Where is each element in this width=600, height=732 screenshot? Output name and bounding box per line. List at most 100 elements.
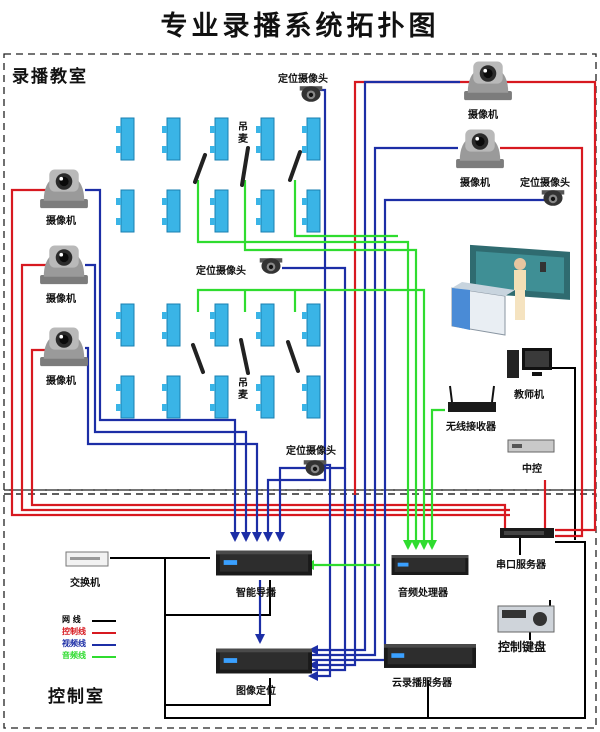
student-chair [210,198,215,205]
student-desk [260,189,275,233]
smart-director-label: 智能导播 [236,588,276,599]
camera-icon [40,169,88,209]
student-desk [260,303,275,347]
student-desk [120,375,135,419]
student-chair [116,218,121,225]
student-desk [260,375,275,419]
student-desk [166,375,181,419]
student-chair [116,198,121,205]
cloud-server-icon [384,644,476,668]
student-desk [120,117,135,161]
positioning-camera-label: 定位摄像头 [520,178,570,189]
student-desk [260,117,275,161]
legend-network-line [92,620,116,622]
switch-icon [65,551,109,567]
student-chair [256,146,261,153]
teacher-pc-label: 教师机 [514,390,544,401]
legend-control-label: 控制线 [62,627,86,636]
camera-label: 摄像机 [460,178,490,189]
student-chair [162,146,167,153]
student-desk [306,117,321,161]
student-chair [256,404,261,411]
legend-audio-label: 音频线 [62,651,86,660]
podium-icon [451,282,515,336]
image-positioning-icon [216,648,312,674]
legend-audio-line [92,656,116,658]
student-chair [162,126,167,133]
positioning-camera-label: 定位摄像头 [286,446,336,457]
student-chair [256,198,261,205]
student-chair [210,384,215,391]
student-desk [166,189,181,233]
positioning-camera-label: 定位摄像头 [278,74,328,85]
hanging-mic-label: 吊麦 [238,122,248,145]
student-desk [166,303,181,347]
audio-processor-icon [391,555,469,575]
student-desk [120,303,135,347]
positioning-camera-label: 定位摄像头 [196,266,246,277]
student-desk [306,375,321,419]
control-keyboard-icon [497,605,555,633]
image-positioning-label: 图像定位 [236,686,276,697]
camera-label: 摄像机 [46,376,76,387]
legend-network-label: 网 线 [62,615,81,624]
legend-control-line [92,632,116,634]
student-chair [302,404,307,411]
student-chair [116,126,121,133]
student-chair [256,332,261,339]
camera-label: 摄像机 [46,294,76,305]
positioning-camera-icon [299,86,323,102]
serial-server-icon [500,528,554,538]
student-chair [302,198,307,205]
teacher-icon [514,258,546,320]
audio-processor-label: 音频处理器 [398,588,448,599]
student-chair [210,312,215,319]
control-keyboard-label: 控制键盘 [498,640,547,654]
student-chair [116,384,121,391]
student-chair [162,332,167,339]
student-chair [210,218,215,225]
student-chair [302,384,307,391]
wireless-receiver-label: 无线接收器 [446,422,496,433]
hanging-mic-label: 吊麦 [238,378,248,401]
smart-director-icon [216,550,312,576]
student-chair [302,332,307,339]
control-room-zone-label: 控制室 [48,687,105,707]
student-desk [166,117,181,161]
positioning-camera-icon [541,190,565,206]
wireless-receiver-icon [448,385,496,412]
camera-icon [464,61,512,101]
student-chair [256,126,261,133]
student-chair [116,332,121,339]
central-control-label: 中控 [522,464,542,475]
camera-icon [40,327,88,367]
student-desk [214,189,229,233]
student-chair [256,218,261,225]
switch-label: 交换机 [70,578,100,589]
student-chair [116,312,121,319]
student-chair [162,384,167,391]
camera-label: 摄像机 [46,216,76,227]
teacher-pc-icon [507,348,552,378]
student-chair [162,218,167,225]
video-arrowheads [230,532,318,681]
positioning-camera-icon [259,258,283,274]
student-chair [116,404,121,411]
student-chair [162,312,167,319]
legend-video-line [92,644,116,646]
student-chair [302,146,307,153]
student-desk [306,303,321,347]
student-desk [306,189,321,233]
serial-server-label: 串口服务器 [496,560,546,571]
student-desk [214,303,229,347]
hanging-mic-icons [191,146,302,375]
student-chair [162,404,167,411]
student-chair [302,218,307,225]
student-desk [120,189,135,233]
legend-video-label: 视频线 [62,639,86,648]
camera-label: 摄像机 [468,110,498,121]
camera-icon [456,129,504,169]
audio-lines [196,180,445,567]
student-chair [210,126,215,133]
central-control-icon [507,439,555,453]
